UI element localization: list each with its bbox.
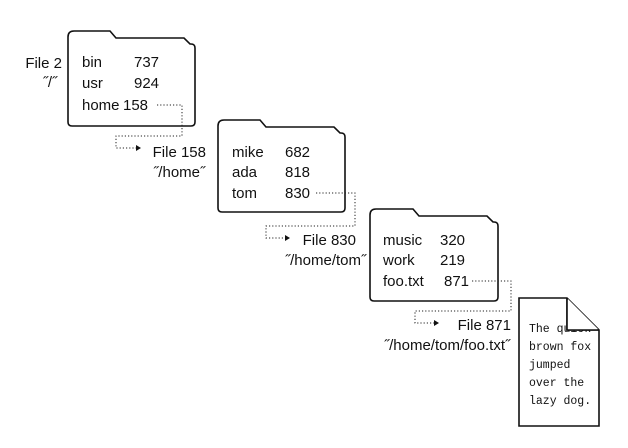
root-entry-name: home	[82, 97, 120, 114]
home-folder-icon	[217, 119, 346, 213]
tom-entry-name: work	[382, 252, 415, 269]
home-file-label: File 158	[153, 144, 206, 161]
home-to-tom-connector	[265, 192, 356, 239]
root-entry-inode: 737	[134, 54, 159, 71]
file-label: File 871	[458, 317, 511, 334]
root-file-label: File 2	[25, 55, 62, 72]
root-entry-name: usr	[82, 75, 103, 92]
home-entry-name: mike	[232, 144, 264, 161]
home-entry-inode: 682	[285, 144, 310, 161]
tom-entry-inode: 871	[444, 273, 469, 290]
document-fold-outline-icon	[566, 298, 599, 331]
root-path-label: ˝/˝	[43, 74, 58, 91]
home-entry-name: ada	[232, 164, 258, 181]
file-content-line: brown fox	[529, 341, 591, 354]
tom-entry-name: music	[383, 232, 423, 249]
file-content-line: over the	[529, 377, 584, 390]
tom-file-label: File 830	[303, 232, 356, 249]
root-entry-name: bin	[82, 54, 102, 71]
root-entry-inode: 158	[123, 97, 148, 114]
file-content-line: jumped	[529, 359, 570, 372]
tom-entry-inode: 219	[440, 252, 465, 269]
file-path-label: ˝/home/tom/foo.txt˝	[384, 337, 511, 354]
tom-entry-inode: 320	[440, 232, 465, 249]
arrow-icon	[434, 320, 439, 326]
tom-folder-icon	[369, 208, 499, 302]
home-entry-name: tom	[232, 185, 257, 202]
tom-to-file-connector	[414, 280, 512, 324]
home-path-label: ˝/home˝	[153, 164, 206, 181]
root-entry-inode: 924	[134, 75, 159, 92]
root-folder-icon	[67, 30, 196, 127]
home-entry-inode: 818	[285, 164, 310, 181]
home-entry-inode: 830	[285, 185, 310, 202]
tom-path-label: ˝/home/tom˝	[285, 252, 367, 269]
file-content-line: lazy dog.	[529, 395, 591, 408]
tom-entry-name: foo.txt	[383, 273, 425, 290]
arrow-icon	[285, 235, 290, 241]
arrow-icon	[136, 145, 141, 151]
